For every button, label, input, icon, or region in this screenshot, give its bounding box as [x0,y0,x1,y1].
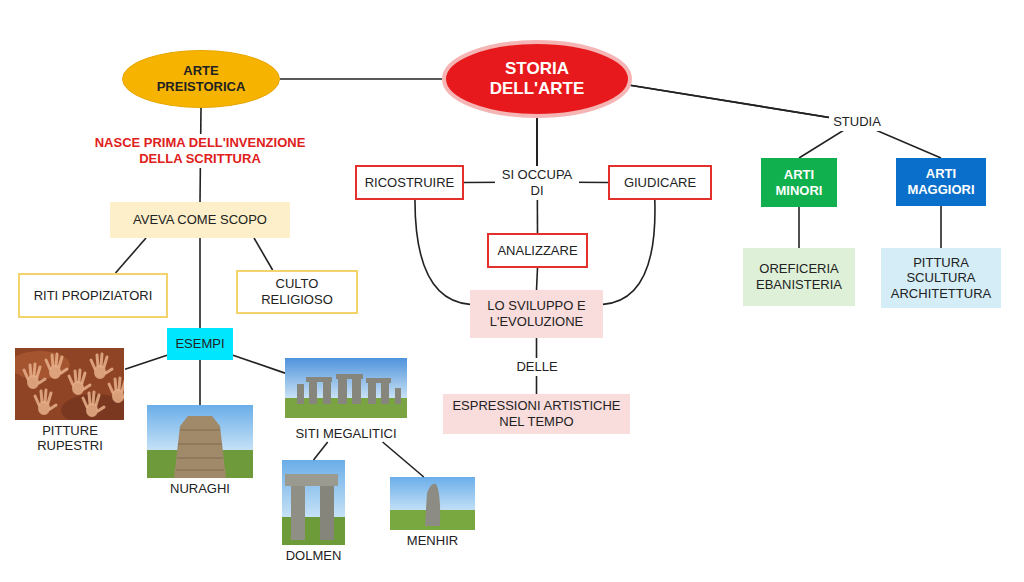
node-text: NURAGHI [170,482,230,497]
node-text: CULTO RELIGIOSO [244,276,350,307]
connector [603,200,655,304]
concept-box: OREFICERIA EBANISTERIA [743,248,855,306]
node-text: GIUDICARE [624,175,696,191]
dolmen-picture [282,460,345,545]
category-box: ARTI MAGGIORI [896,158,986,206]
node-text: ARTI MAGGIORI [902,166,980,197]
ellipse-outline [123,51,280,108]
connector [254,238,273,270]
connector [233,355,285,373]
category-box: ARTI MINORI [761,158,837,207]
nuraghe-picture [147,405,253,478]
connector [630,85,941,158]
node-text: ESPRESSIONI ARTISTICHE NEL TEMPO [449,398,624,429]
concept-box: RITI PROPIZIATORI [18,273,168,318]
node-text: DOLMEN [286,549,342,564]
action-box: ANALIZZARE [487,233,588,268]
connector [940,206,942,248]
concept-box: PITTURA SCULTURA ARCHITETTURA [881,248,1001,308]
node-text: MENHIR [407,534,458,549]
connector [116,238,147,273]
example-picture: PITTURE RUPESTRI [15,348,125,454]
connector [383,442,424,477]
concept-box: LO SVILUPPO E L'EVOLUZIONE [470,290,603,338]
node-text: STORIA DELL'ARTE [477,59,597,100]
connector [415,200,470,304]
node-text: LO SVILUPPO E L'EVOLUZIONE [476,298,597,329]
node-text: PITTURE RUPESTRI [17,424,123,454]
connector [630,85,857,158]
connector [537,268,538,290]
connector [280,78,442,80]
edge-label: DELLE [512,358,561,376]
action-box: GIUDICARE [608,165,712,200]
node-text: PITTURA SCULTURA ARCHITETTURA [887,255,995,302]
concept-box: AVEVA COME SCOPO [110,202,290,238]
action-box: RICOSTRUIRE [355,165,464,200]
edge-label: SI OCCUPA DI [495,166,579,199]
connector [199,360,201,405]
node-text: RITI PROPIZIATORI [34,288,153,304]
edge-label: NASCE PRIMA DELL'INVENZIONE DELLA SCRITT… [75,134,325,167]
megalithic-site-picture [285,358,407,418]
example-picture: SITI MEGALITICI [285,358,407,442]
ellipse-outline [444,42,630,116]
node-text: SITI MEGALITICI [295,427,396,442]
main-topic-ellipse: STORIA DELL'ARTE [442,40,632,118]
node-text: ARTE PREISTORICA [151,63,251,94]
topic-ellipse: ARTE PREISTORICA [122,50,280,108]
example-picture: MENHIR [389,477,476,549]
example-picture: NURAGHI [147,405,253,497]
cave-painting-picture [15,348,124,420]
connector [314,442,328,460]
node-text: ANALIZZARE [497,243,577,259]
connector [125,355,167,369]
concept-box: ESEMPI [167,328,233,360]
example-picture: DOLMEN [280,460,347,564]
edge-label: STUDIA [829,113,885,131]
node-text: ARTI MINORI [767,167,831,198]
connector [199,238,201,328]
concept-box: ESPRESSIONI ARTISTICHE NEL TEMPO [443,394,630,433]
menhir-picture [390,477,475,530]
node-text: RICOSTRUIRE [365,175,455,191]
node-text: ESEMPI [175,336,224,352]
node-text: OREFICERIA EBANISTERIA [749,261,849,292]
connector [798,207,800,248]
concept-box: CULTO RELIGIOSO [236,270,358,314]
node-text: AVEVA COME SCOPO [133,212,267,228]
